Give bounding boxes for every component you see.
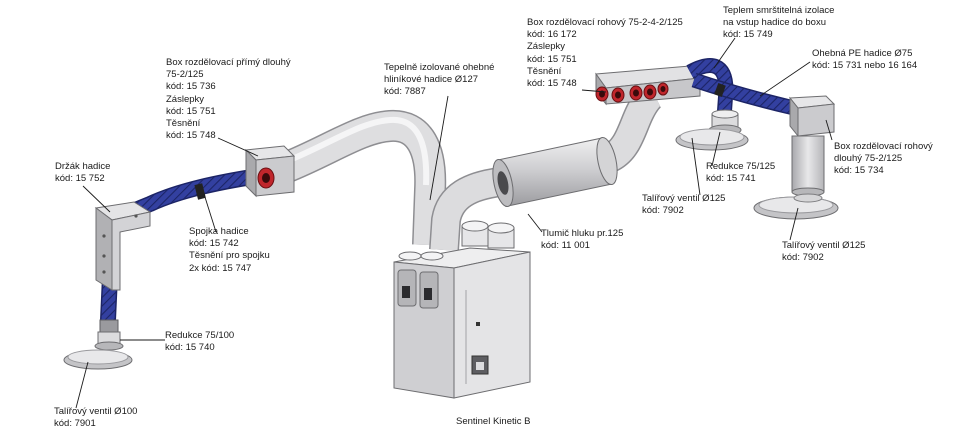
distribution-box-corner-long [789, 95, 836, 197]
insulated-duct-upper [602, 80, 662, 172]
reduction-75-100 [94, 319, 124, 351]
label-disc-valve-100: Talířový ventil Ø100 kód: 7901 [54, 406, 138, 430]
label-disc-valve-125-b: Talířový ventil Ø125 kód: 7902 [782, 240, 866, 264]
leader-lines [75, 37, 833, 409]
disc-valve-125-a [675, 128, 749, 151]
label-reduction-75-100: Redukce 75/100 kód: 15 740 [165, 330, 235, 354]
label-hose-holder: Držák hadice kód: 15 752 [55, 161, 111, 185]
label-heat-shrink-insulation: Teplem smrštitelná izolace na vstup hadi… [723, 5, 835, 41]
label-flex-pe-hose: Ohebná PE hadice Ø75 kód: 15 731 nebo 16… [812, 48, 918, 72]
label-insulated-hoses: Tepelně izolované ohebné hliníkové hadic… [384, 62, 495, 98]
label-silencer: Tlumič hluku pr.125 kód: 11 001 [541, 228, 624, 252]
insulated-duct-left [278, 110, 447, 246]
disc-valve-100 [63, 349, 133, 370]
label-distribution-box-corner-long: Box rozdělovací rohový dlouhý 75-2/125 k… [834, 141, 933, 177]
disc-valve-125-b [753, 193, 839, 220]
insulated-duct-right [429, 167, 503, 251]
distribution-box-straight [244, 145, 296, 198]
sentinel-kinetic-unit [393, 220, 531, 399]
label-unit-name: Sentinel Kinetic B [456, 416, 531, 427]
distribution-box-corner-8 [595, 65, 701, 106]
hose-holder [94, 201, 152, 291]
flex-hose-top [686, 58, 796, 119]
label-disc-valve-125-a: Talířový ventil Ø125 kód: 7902 [642, 193, 726, 217]
silencer [492, 136, 618, 208]
label-distribution-box-corner-8: Box rozdělovací rohový 75-2-4-2/125 kód:… [527, 17, 683, 90]
label-distribution-box-straight: Box rozdělovací přímý dlouhý 75-2/125 kó… [166, 57, 291, 142]
label-hose-coupling: Spojka hadice kód: 15 742 Těsnění pro sp… [189, 226, 270, 274]
label-reduction-75-125: Redukce 75/125 kód: 15 741 [706, 161, 776, 185]
